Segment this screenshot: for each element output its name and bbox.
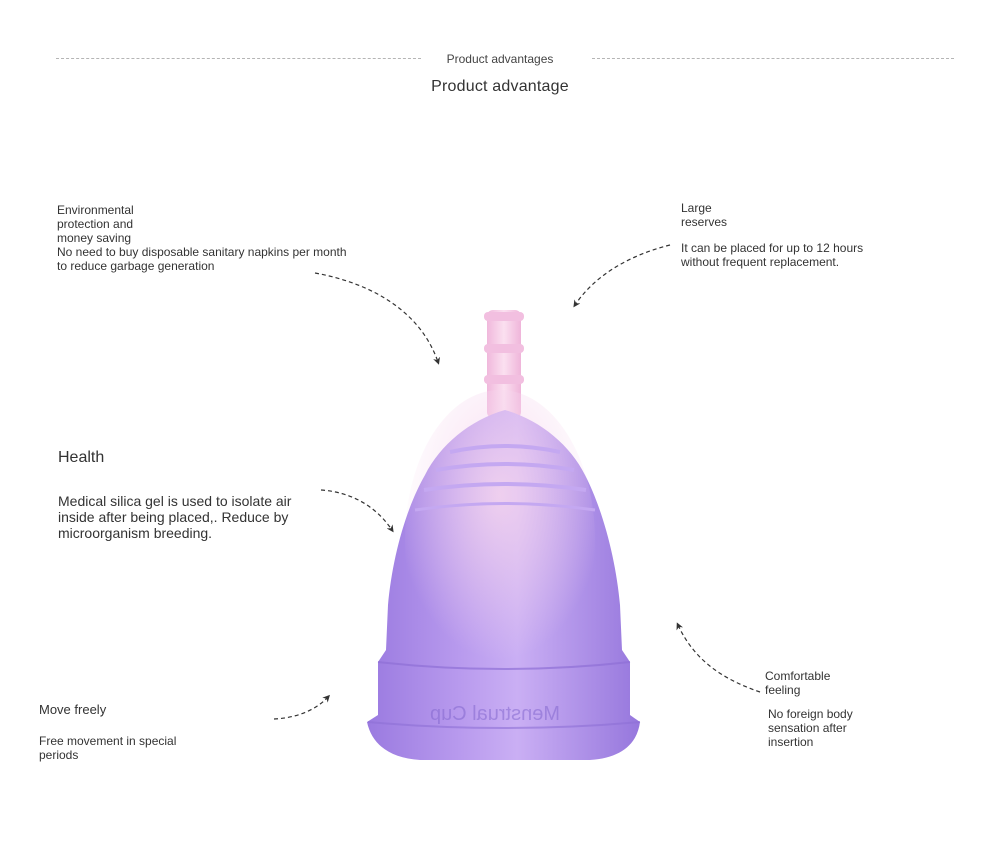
section-title: Product advantage [431, 78, 569, 95]
section-subtitle: Product advantages [446, 52, 554, 66]
feature-health-title: Health [58, 449, 105, 466]
feature-move-title: Move freely [39, 702, 107, 717]
cup-engraving: Menstrual Cup [430, 703, 560, 725]
header-divider-left [56, 58, 421, 59]
feature-health-body: Medical silica gel is used to isolate ai… [58, 493, 292, 541]
arrow-icon [676, 622, 761, 693]
feature-move-body: Free movement in special periods [39, 734, 177, 762]
arrow-icon [573, 244, 671, 308]
feature-comfort-title: Comfortable feeling [765, 669, 831, 697]
header-divider-right [592, 58, 954, 59]
feature-comfort-body: No foreign body sensation after insertio… [768, 707, 853, 749]
cup-body: Menstrual Cup [367, 390, 641, 760]
feature-environment-body: No need to buy disposable sanitary napki… [57, 245, 347, 273]
arrow-icon [314, 272, 440, 365]
arrow-icon [320, 489, 394, 533]
arrow-icon [273, 694, 330, 720]
feature-environment-title: Environmental protection and money savin… [57, 203, 134, 245]
feature-reserves-body: It can be placed for up to 12 hours with… [681, 241, 864, 269]
feature-reserves-title: Large reserves [681, 201, 728, 229]
